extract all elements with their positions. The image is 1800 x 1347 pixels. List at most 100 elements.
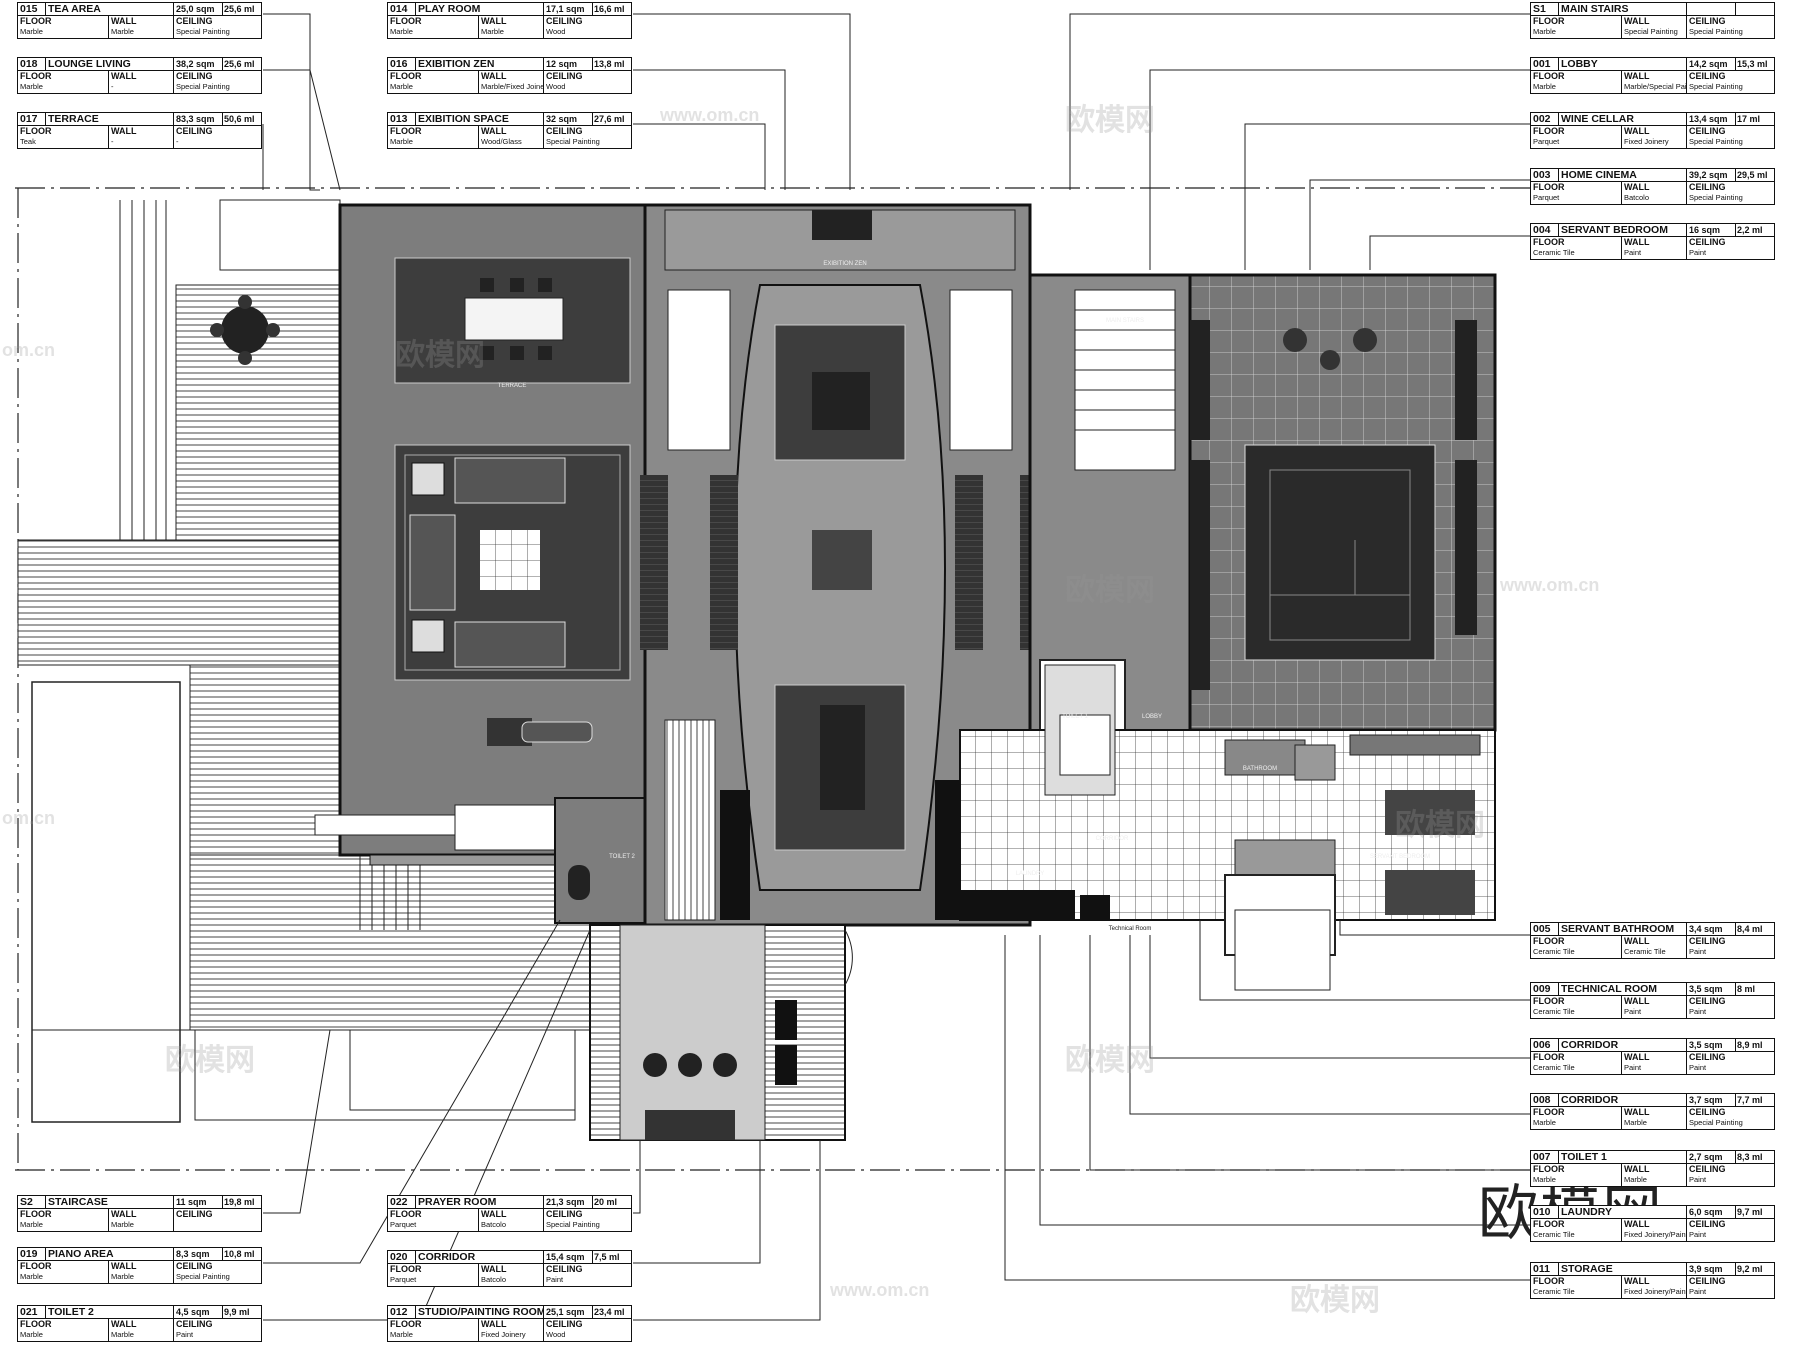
- room-area: 39,2 sqm: [1689, 170, 1728, 180]
- room-area: 83,3 sqm: [176, 114, 215, 124]
- divider: [1735, 224, 1736, 236]
- wall-finish: Batcolo: [481, 1220, 507, 1229]
- wall-header: WALL: [111, 126, 137, 136]
- room-area: 8,3 sqm: [176, 1249, 210, 1259]
- floor-finish: Marble: [390, 137, 413, 146]
- floor-header: FLOOR: [1533, 16, 1565, 26]
- divider: [45, 1196, 46, 1208]
- divider: [1621, 15, 1622, 38]
- divider: [1686, 3, 1687, 38]
- ceiling-finish: Special Painting: [1689, 82, 1743, 91]
- room-area: 17,1 sqm: [546, 4, 585, 14]
- watermark-url: www.om.cn: [660, 105, 760, 125]
- room-name: STORAGE: [1561, 1263, 1613, 1275]
- divider: [1686, 1094, 1687, 1129]
- divider: [415, 1306, 416, 1318]
- ceiling-header: CEILING: [1689, 936, 1726, 946]
- wall-header: WALL: [1624, 1107, 1650, 1117]
- divider: [1686, 113, 1687, 148]
- label-bathroom: BATHROOM: [1243, 766, 1277, 772]
- room-height: 17 ml: [1737, 114, 1761, 124]
- floor-header: FLOOR: [390, 71, 422, 81]
- room-area: 25,0 sqm: [176, 4, 215, 14]
- divider: [543, 58, 544, 93]
- floor-header: FLOOR: [20, 1261, 52, 1271]
- room-code: 006: [1533, 1039, 1551, 1051]
- label-servant-bedroom: SERVANT BEDROOM: [1370, 854, 1430, 860]
- wall-header: WALL: [1624, 936, 1650, 946]
- room-area: 25,1 sqm: [546, 1307, 585, 1317]
- divider: [1558, 1094, 1559, 1106]
- room-code: 011: [1533, 1263, 1550, 1275]
- ceiling-header: CEILING: [176, 1261, 213, 1271]
- room-area: 11 sqm: [176, 1197, 207, 1207]
- divider: [543, 3, 544, 38]
- floor-header: FLOOR: [1533, 182, 1565, 192]
- wall-finish: Fixed Joinery: [1624, 137, 1669, 146]
- room-name: CORRIDOR: [1561, 1094, 1619, 1106]
- divider: [1621, 1051, 1622, 1074]
- divider: [543, 1306, 544, 1341]
- wall-finish: Marble: [1624, 1118, 1647, 1127]
- ceiling-finish: Paint: [1689, 248, 1707, 257]
- room-code: 008: [1533, 1094, 1551, 1106]
- floor-finish: Ceramic Tile: [1533, 1007, 1575, 1016]
- wall-finish: Fixed Joinery: [481, 1330, 526, 1339]
- site-boundary: [15, 187, 1575, 1171]
- divider: [478, 1318, 479, 1341]
- ceiling-finish: Wood: [546, 1330, 566, 1339]
- divider: [1686, 1039, 1687, 1074]
- terrace-decking: [17, 199, 591, 1123]
- divider: [173, 3, 174, 38]
- room-code: 021: [20, 1306, 38, 1318]
- room-code: 009: [1533, 983, 1551, 995]
- ceiling-finish: Special Painting: [1689, 193, 1743, 202]
- room-code: 019: [20, 1248, 38, 1260]
- wall-finish: Marble: [1624, 1175, 1647, 1184]
- divider: [1558, 113, 1559, 125]
- divider: [592, 113, 593, 125]
- divider: [108, 1208, 109, 1231]
- wall-header: WALL: [1624, 1276, 1650, 1286]
- floor-header: FLOOR: [1533, 1052, 1565, 1062]
- room-code: 013: [390, 113, 408, 125]
- room-code: 002: [1533, 113, 1551, 125]
- watermark: 欧模网: [1065, 574, 1155, 607]
- divider: [222, 113, 223, 125]
- wall-header: WALL: [1624, 182, 1650, 192]
- wall-finish: Paint: [1624, 1007, 1642, 1016]
- floor-header: FLOOR: [1533, 996, 1565, 1006]
- room-height: 7,5 ml: [594, 1252, 620, 1262]
- divider: [1686, 1151, 1687, 1186]
- wall-finish: Marble: [111, 1330, 134, 1339]
- ceiling-header: CEILING: [546, 1209, 583, 1219]
- divider: [1558, 1263, 1559, 1275]
- wall-header: WALL: [111, 71, 137, 81]
- room-height: 23,4 ml: [594, 1307, 625, 1317]
- wall-header: WALL: [111, 1209, 137, 1219]
- divider: [1686, 58, 1687, 93]
- divider: [1558, 923, 1559, 935]
- watermark-url: om.cn: [2, 808, 56, 828]
- divider: [415, 58, 416, 70]
- room-height: 16,6 ml: [594, 4, 625, 14]
- wall-header: WALL: [481, 1319, 507, 1329]
- room-area: 6,0 sqm: [1689, 1207, 1723, 1217]
- room-height: 19,8 ml: [224, 1197, 255, 1207]
- ceiling-header: CEILING: [1689, 1219, 1726, 1229]
- room-name: TEA AREA: [48, 3, 101, 15]
- room-height: 27,6 ml: [594, 114, 625, 124]
